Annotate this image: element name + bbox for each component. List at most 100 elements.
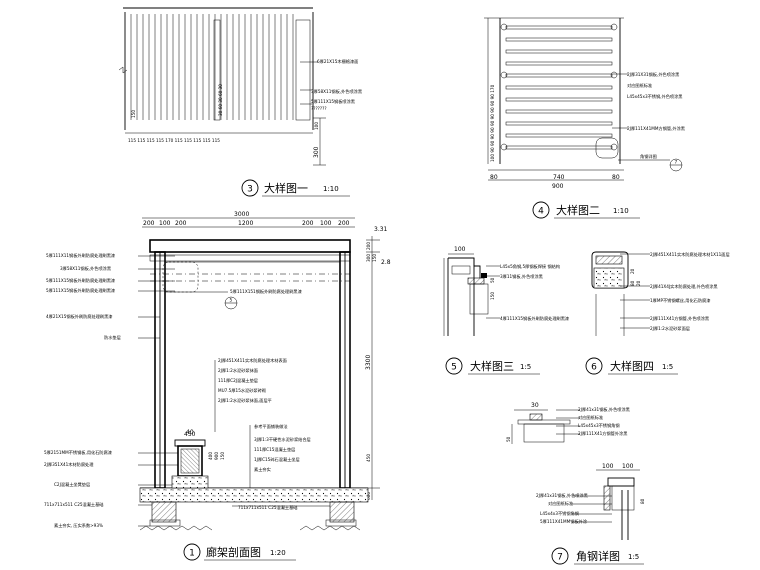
d4-dim-mid: 740 [553,174,565,181]
s1-marker: 5 [230,298,233,303]
s1-dim-overall: 3000 [234,211,249,218]
s1-note-l11: 素土夯实, 压实系数>93% [54,522,103,529]
d3-scale: 1:10 [323,185,339,193]
d4-dim-total: 900 [552,183,564,190]
d3-note-3: 5厚111X15钢板喷涂黑 [311,98,355,105]
d4-note-3: L45x45x3不锈钢,外色喷涂黑 [627,93,682,100]
s1-right-dim-b: 300 [366,254,371,262]
d3-left-dims: 150 [131,110,136,118]
s1-dim-f: 100 [320,220,332,227]
s1-dim-d: 1200 [238,220,253,227]
s1-title: 廊架剖面图 [206,545,261,559]
d5-title: 大样图三 [470,359,514,373]
s1-title-block: 1 廊架剖面图 1:20 [183,543,296,561]
detail-6-drawing: 20 80 20 2J厚451X411实木防腐处理木材1X11面层 2J厚41X… [585,251,730,375]
s1-note-l6: 防水垫层 [104,334,121,341]
d7-dim-b: 50 [506,436,511,442]
d5-number: 5 [451,363,457,373]
s1-dim-c: 200 [175,220,187,227]
d7-note-b2: 对应图纸标准 [548,500,573,507]
s1-right-dim-f: 600 [366,492,371,500]
s1-note-g5: 素土夯实 [254,466,271,473]
d3-note-2: 3厚58X11钢板,外色喷涂黑 [311,88,362,95]
s1-note-l2: 3厚58X11钢板,外色喷涂黑 [60,265,111,272]
d7-note-t1: 2J厚41x31钢板,外色喷涂黑 [578,406,630,413]
d4-note-1: 2J厚31X31钢板,外色喷涂黑 [627,71,679,78]
d7-note-t2: 对应图纸标准 [578,414,603,421]
d6-title: 大样图四 [610,359,654,373]
d7-number: 7 [557,553,563,563]
s1-note-l1: 5厚111X11钢板外刷防腐处理刷黑漆 [46,252,115,259]
d7-note-b1: 2J厚41x31钢板,外色喷涂黑 [536,492,588,499]
horizontal-bars [505,25,613,150]
d3-bottom-dims: 115 115 115 115 170 115 115 115 115 115 [128,138,220,143]
s1-right-dim-e: 450 [366,454,371,462]
d3-title: 大样图一 [264,181,308,195]
d3-note-4: ??????? [311,106,327,111]
d4-note-2: 对应图纸标准 [627,82,652,89]
d7-note-t3: L45x45x3不锈钢角钢 [578,422,620,429]
wood-slats [130,14,294,120]
s1-note-g3: 111厚C15混凝土垫层 [254,446,295,453]
d7-note-b3: L45x4x3不锈钢角钢 [540,510,579,517]
s1-dim-g: 200 [338,220,350,227]
d6-note-2: 2J厚41X4J实木防腐处理,外色喷涂黑 [650,283,718,290]
d4-dim-left: 80 [490,174,498,181]
s1-right-dim-d: 3300 [365,355,372,370]
s1-note-g4: 1J厚C15碎石混凝土坐层 [254,456,300,463]
s1-note-g1: 参考平面铺装做法 [254,423,288,430]
d7-dim-a: 30 [531,402,539,409]
d5-dim-r2: 50 [490,277,495,283]
d6-note-5: 2J厚1:2水泥砂浆面层 [650,325,690,332]
d5-note-3: 4厚111X15钢板外刷防腐处理刷黑漆 [500,315,569,322]
d6-note-4: 2J厚111X41方钢管,外色喷涂黑 [650,315,709,322]
d4-marker: 7 [675,160,678,165]
d5-dim-top: 100 [454,246,466,253]
detail-5-drawing: 100 L45x5角钢,5厚钢板焊接 钢结构 3厚11钢板,外色喷涂黑 4厚11… [443,246,569,375]
d4-left-dims: 100 90 90 90 90 90 90 90 90 90 170 [490,84,495,162]
d6-scale: 1:5 [662,363,673,371]
d5-note-1: L45x5角钢,5厚钢板焊接 钢结构 [500,263,560,270]
bench-dim-e: 150 [220,452,225,460]
detail-7-drawing: 30 50 2J厚41x31钢板,外色喷涂黑 对应图纸标准 L45x45x3不锈… [506,402,645,565]
s1-dim-e: 200 [302,220,314,227]
bench-dim-b: 450 [184,431,196,438]
d7-dim-d: 100 [622,463,634,470]
d7-title-block: 7 角钢详图 1:5 [551,547,644,565]
detail-3-drawing: 150 30 60 30 60 30 115 115 115 115 170 1… [118,7,362,197]
d3-dim-right-a: 100 [314,122,319,130]
s1-note-c2: 2J厚451X411实木防腐处理木材表面 [218,357,287,364]
d4-marker-label: 角钢详图 [640,153,657,160]
d3-note-1: 6厚21X15木栅格漆面 [317,58,358,65]
d7-scale: 1:5 [628,553,639,561]
s1-note-l5: 4厚21X15钢板外刷防腐处理刷黑漆 [46,313,112,320]
d6-dim-c: 20 [636,280,641,286]
d4-scale: 1:10 [613,207,629,215]
d7-dim-e: 80 [640,498,645,504]
s1-note-c3: 2J厚1:2水泥砂浆抹面 [218,367,258,374]
s1-note-c6: 2J厚1:2水泥砂浆抹面,面层平 [218,397,272,404]
bench-dim-c: 400 [208,452,213,460]
d6-note-3: 1厚MP不锈钢螺丝,用化石防腐漆 [650,297,710,304]
s1-right-dim-c: 150 [372,254,377,262]
s1-right-top-a: 3.31 [374,226,388,233]
section-1-drawing: 3000 200 100 200 1200 200 100 200 5 3.31… [44,211,391,561]
d6-title-block: 6 大样图四 1:5 [585,357,678,375]
s1-note-l7: 5厚2151MM不锈钢板,用化石防腐漆 [44,449,112,456]
bench-dim-d: 900 [214,452,219,460]
d5-scale: 1:5 [520,363,531,371]
s1-right-top-b: 2.8 [381,259,391,266]
s1-note-c4: 111厚C2J混凝土垫层 [218,377,258,384]
s1-dim-b: 100 [159,220,171,227]
d7-title: 角钢详图 [576,549,620,563]
d3-dim-right-b: 300 [313,146,320,158]
d6-dim-b: 80 [630,280,635,286]
s1-dim-a: 200 [143,220,155,227]
d3-number: 3 [247,185,253,195]
d4-dim-right: 80 [612,174,620,181]
s1-note-l4: 5厚111X15钢板外刷防腐处理刷黑漆 [46,287,115,294]
s1-note-c5: MU7.5厚15水泥砂浆砖砌 [218,387,266,394]
s1-note-g2: 3J厚1:3干硬性水泥砂浆结合层 [254,436,311,443]
d6-dim-a: 20 [630,268,635,274]
bench-dim-a: 40 [186,429,194,436]
